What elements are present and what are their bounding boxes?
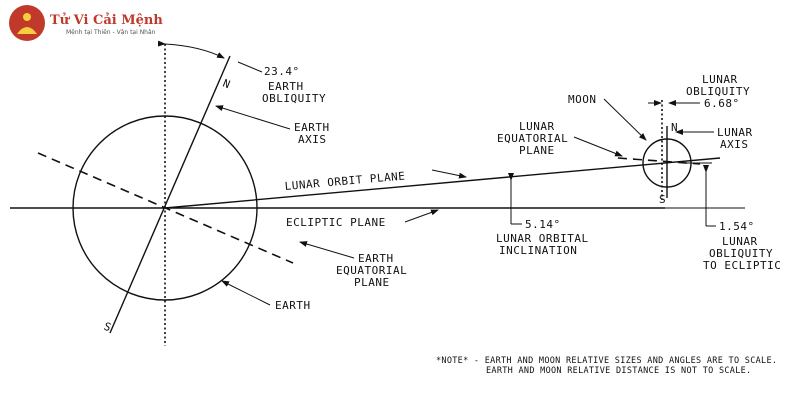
buddha-logo-head	[23, 13, 31, 21]
lunar-inclination-label-1: LUNAR ORBITAL	[496, 232, 589, 245]
lunar-obl-ecl-label-1: LUNAR	[722, 235, 758, 248]
lunar-orbit-plane-label: LUNAR ORBIT PLANE	[284, 169, 406, 193]
earth-axis-line	[109, 55, 231, 334]
ecliptic-plane-leader	[404, 209, 439, 223]
earth-obliquity-label-2: OBLIQUITY	[262, 92, 326, 105]
lunar-orbit-plane-line	[164, 157, 721, 209]
earth-equatorial-label-3: PLANE	[354, 276, 390, 289]
earth-label: EARTH	[275, 299, 311, 312]
moon-label: MOON	[568, 93, 597, 106]
earth-obliquity-arc	[157, 40, 225, 59]
brand-logo[interactable]: Tử Vi Cải Mệnh Mệnh tại Thiên - Vận tại …	[9, 5, 163, 41]
earth-leader	[221, 280, 271, 306]
lunar-obliquity-value: 6.68°	[704, 97, 740, 110]
lunar-axis-label-1: LUNAR	[717, 126, 753, 139]
lunar-obliquity-label-1: LUNAR	[702, 73, 738, 86]
earth-axis-label-2: AXIS	[298, 133, 327, 146]
lunar-axis-label-2: AXIS	[720, 138, 749, 151]
scale-note-line-2: EARTH AND MOON RELATIVE DISTANCE IS NOT …	[486, 366, 751, 376]
moon-leader	[603, 98, 647, 141]
lunar-equatorial-leader	[573, 136, 623, 157]
earth-south-label: S	[102, 320, 113, 335]
earth-equatorial-label-1: EARTH	[358, 252, 394, 265]
lunar-equatorial-label-1: LUNAR	[519, 120, 555, 133]
earth-north-label: N	[221, 77, 232, 92]
lunar-orbit-plane-leader	[431, 169, 467, 179]
earth-obliquity-label-1: EARTH	[268, 80, 304, 93]
earth-axis-label-1: EARTH	[294, 121, 330, 134]
scale-note-line-1: *NOTE* - EARTH AND MOON RELATIVE SIZES A…	[436, 356, 777, 366]
brand-name: Tử Vi Cải Mệnh	[50, 12, 163, 28]
lunar-equatorial-label-3: PLANE	[519, 144, 555, 157]
lunar-inclination-label-2: INCLINATION	[499, 244, 577, 257]
lunar-equatorial-label-2: EQUATORIAL	[497, 132, 568, 145]
lunar-obl-ecl-label-3: TO ECLIPTIC	[703, 259, 781, 272]
lunar-obl-ecl-label-2: OBLIQUITY	[709, 247, 773, 260]
earth-equatorial-leader	[299, 241, 355, 259]
earth-equatorial-label-2: EQUATORIAL	[336, 264, 407, 277]
earth-obliquity-leader	[237, 61, 263, 73]
buddha-logo-body	[17, 27, 37, 34]
ecliptic-plane-label: ECLIPTIC PLANE	[286, 216, 386, 229]
earth-axis-leader	[215, 105, 291, 130]
lunar-obl-ecl-value: 1.54°	[719, 220, 755, 233]
lunar-obliquity-label-2: OBLIQUITY	[686, 85, 750, 98]
brand-tagline: Mệnh tại Thiên - Vận tại Nhân	[66, 29, 156, 36]
earth-obliquity-value: 23.4°	[264, 65, 300, 78]
moon-south-label: S	[659, 193, 666, 206]
moon-north-label: N	[671, 121, 678, 134]
buddha-logo-icon	[9, 5, 45, 41]
lunar-inclination-value: 5.14°	[525, 218, 561, 231]
